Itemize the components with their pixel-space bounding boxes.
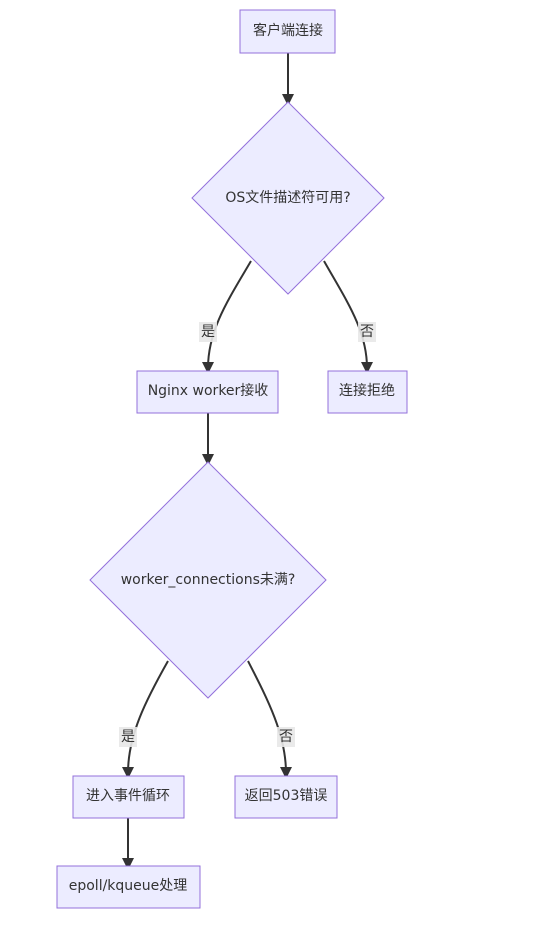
edge-wc-no <box>247 660 292 779</box>
edge-label-os-no-text: 否 <box>360 324 374 340</box>
node-event-loop: 进入事件循环 <box>72 775 185 819</box>
edge-label-os-yes: 是 <box>199 322 217 342</box>
edge-labels: 是 否 是 否 <box>119 322 376 747</box>
edge-wc-yes <box>122 660 169 779</box>
edge-label-wc-no-text: 否 <box>279 729 293 745</box>
node-event-loop-label: 进入事件循环 <box>86 788 170 804</box>
node-client-connect-label: 客户端连接 <box>253 22 323 39</box>
edge-label-wc-no: 否 <box>277 727 295 747</box>
node-wc-check: worker_connections未满? <box>89 461 327 699</box>
edge-label-os-yes-text: 是 <box>201 324 215 340</box>
node-reject: 连接拒绝 <box>327 370 408 414</box>
node-reject-label: 连接拒绝 <box>339 382 395 399</box>
node-return-503-label: 返回503错误 <box>245 788 328 804</box>
edge-label-os-no: 否 <box>358 322 376 342</box>
edges <box>122 53 373 870</box>
node-client-connect: 客户端连接 <box>239 9 336 54</box>
node-os-fd-check: OS文件描述符可用? <box>191 101 385 295</box>
edge-label-wc-yes: 是 <box>119 727 137 747</box>
node-return-503: 返回503错误 <box>234 775 338 819</box>
node-os-fd-check-label: OS文件描述符可用? <box>225 190 350 206</box>
node-epoll-label: epoll/kqueue处理 <box>69 878 188 894</box>
node-nginx-accept-label: Nginx worker接收 <box>148 382 269 399</box>
node-epoll: epoll/kqueue处理 <box>56 865 201 909</box>
nodes: 客户端连接 OS文件描述符可用? Nginx worker接收 连接拒绝 wor… <box>56 9 408 909</box>
edge-os-no <box>323 260 373 374</box>
edge-os-yes <box>202 260 252 374</box>
edge-label-wc-yes-text: 是 <box>121 729 135 745</box>
node-wc-check-label: worker_connections未满? <box>121 572 296 588</box>
node-nginx-accept: Nginx worker接收 <box>136 370 279 414</box>
